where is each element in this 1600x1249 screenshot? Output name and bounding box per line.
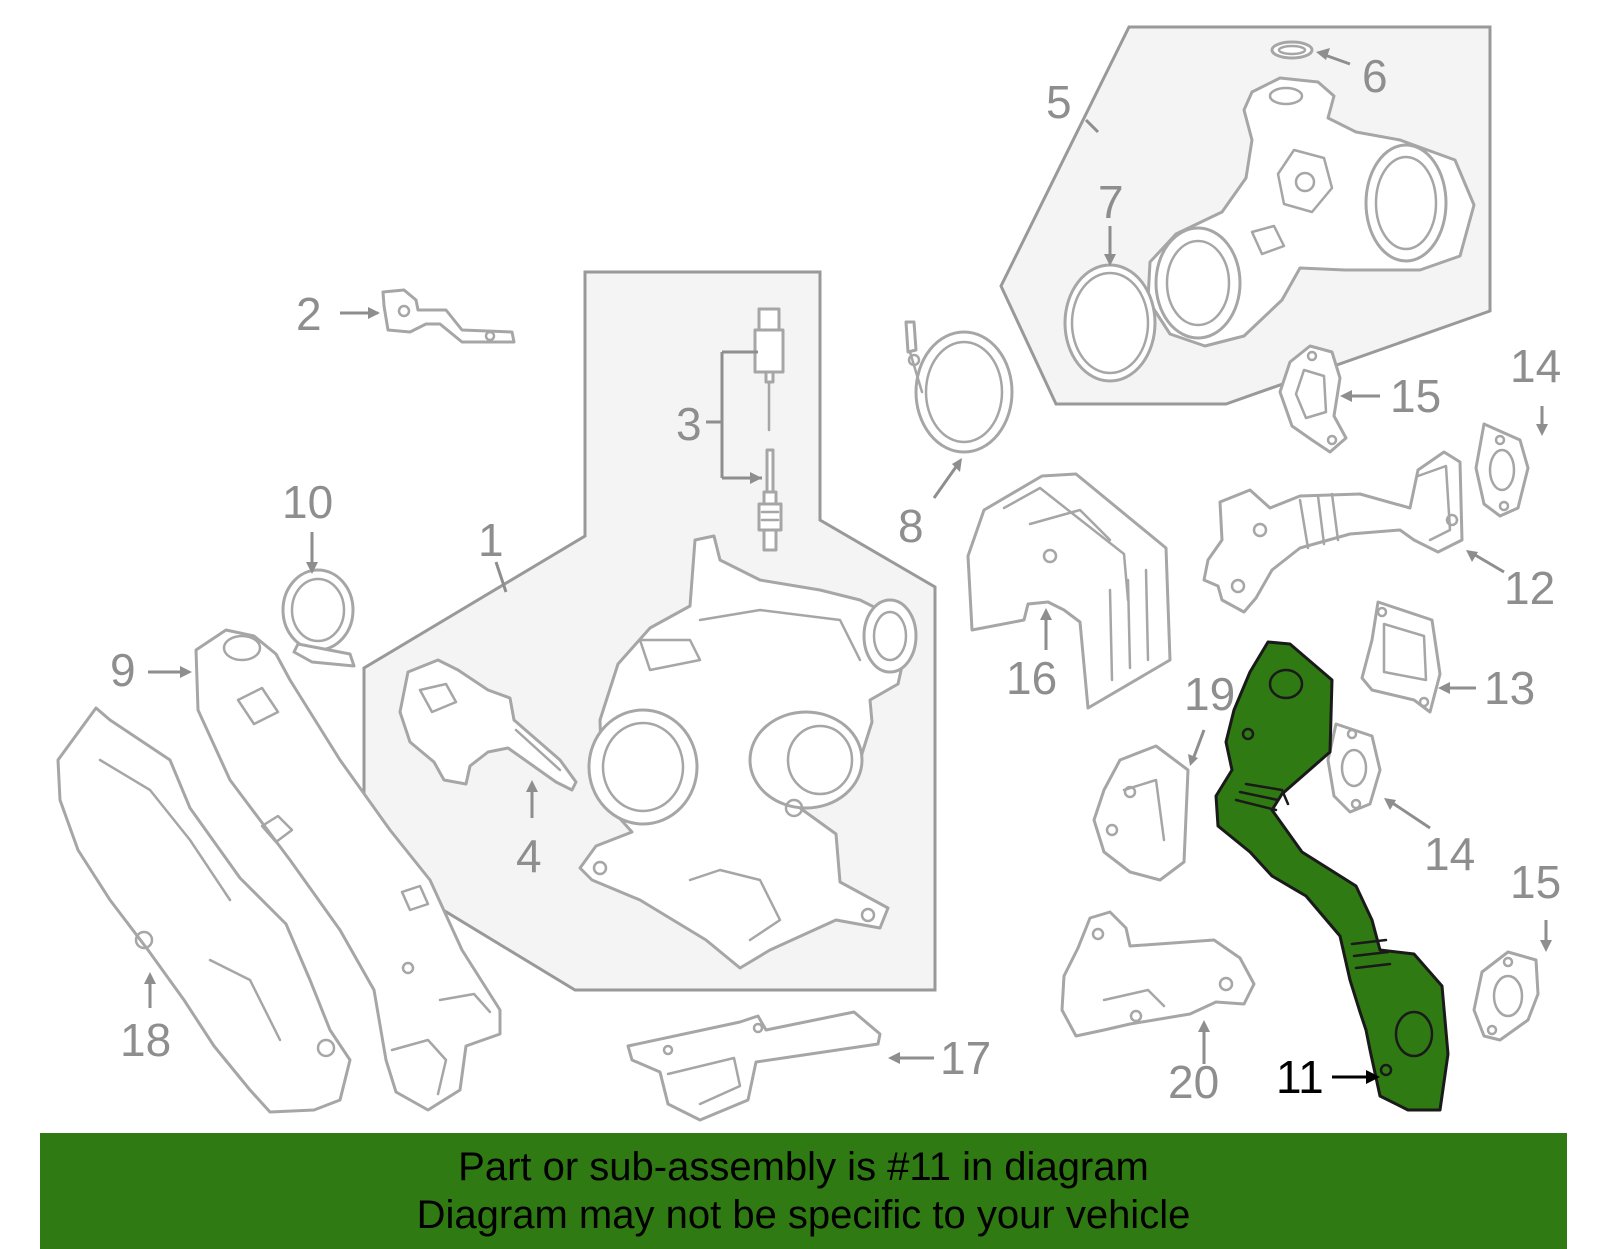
part-18-heat-shield[interactable] [56, 706, 352, 1114]
callout-14a: 14 [1510, 340, 1561, 392]
part-7-gasket[interactable] [1063, 263, 1157, 383]
leader-lines [144, 48, 1552, 1084]
part-14-gasket-upper[interactable] [1474, 422, 1530, 518]
callout-6: 6 [1362, 50, 1388, 102]
callout-8: 8 [898, 500, 924, 552]
part-20-exhaust-manifold[interactable] [1060, 910, 1256, 1038]
part-15-gasket-lower[interactable] [1472, 950, 1540, 1042]
part-1-turbocharger[interactable] [578, 534, 918, 970]
callout-12: 12 [1504, 562, 1555, 614]
callout-17: 17 [940, 1032, 991, 1084]
callout-14b: 14 [1424, 828, 1475, 880]
callout-11: 11 [1276, 1051, 1324, 1103]
part-11-egr-tube[interactable] [1214, 640, 1450, 1112]
callout-7: 7 [1098, 176, 1124, 228]
callout-9: 9 [110, 644, 136, 696]
callout-13: 13 [1484, 662, 1535, 714]
part-10-clamp[interactable] [281, 568, 356, 668]
callout-4: 4 [516, 830, 542, 882]
part-6-o-ring[interactable] [1270, 40, 1314, 60]
callout-16: 16 [1006, 652, 1057, 704]
callout-5: 5 [1046, 76, 1072, 128]
callout-15b: 15 [1510, 856, 1561, 908]
part-13-gasket[interactable] [1360, 600, 1442, 714]
part-5-intake-elbow[interactable] [1146, 76, 1476, 348]
part-19-heat-shield[interactable] [1092, 744, 1190, 882]
callout-20: 20 [1168, 1056, 1219, 1108]
callout-10: 10 [282, 476, 333, 528]
banner-line-disclaimer: Diagram may not be specific to your vehi… [416, 1193, 1191, 1237]
part-3-sensor[interactable] [753, 307, 785, 552]
part-2-bracket[interactable] [381, 288, 516, 344]
part-12-egr-pipe[interactable] [1202, 450, 1464, 614]
part-15-gasket-upper[interactable] [1278, 344, 1348, 454]
banner-line-part-number: Part or sub-assembly is #11 in diagram [458, 1145, 1149, 1189]
part-14-gasket-lower[interactable] [1326, 722, 1382, 814]
callout-2: 2 [296, 288, 322, 340]
callout-3: 3 [676, 398, 702, 450]
part-17-bracket[interactable] [626, 1010, 882, 1122]
part-16-heat-shield[interactable] [966, 472, 1172, 710]
part-8-clamp[interactable] [904, 320, 1014, 454]
part-9-pipe[interactable] [194, 628, 502, 1112]
callout-labels: 1 2 3 4 5 6 7 8 9 10 11 12 13 14 14 15 1… [110, 50, 1561, 1108]
callout-18: 18 [120, 1014, 171, 1066]
info-banner: Part or sub-assembly is #11 in diagram D… [40, 1133, 1567, 1249]
callout-15a: 15 [1390, 370, 1441, 422]
part-4-sensor[interactable] [398, 658, 578, 792]
callout-1: 1 [478, 514, 504, 566]
callout-19: 19 [1184, 668, 1235, 720]
